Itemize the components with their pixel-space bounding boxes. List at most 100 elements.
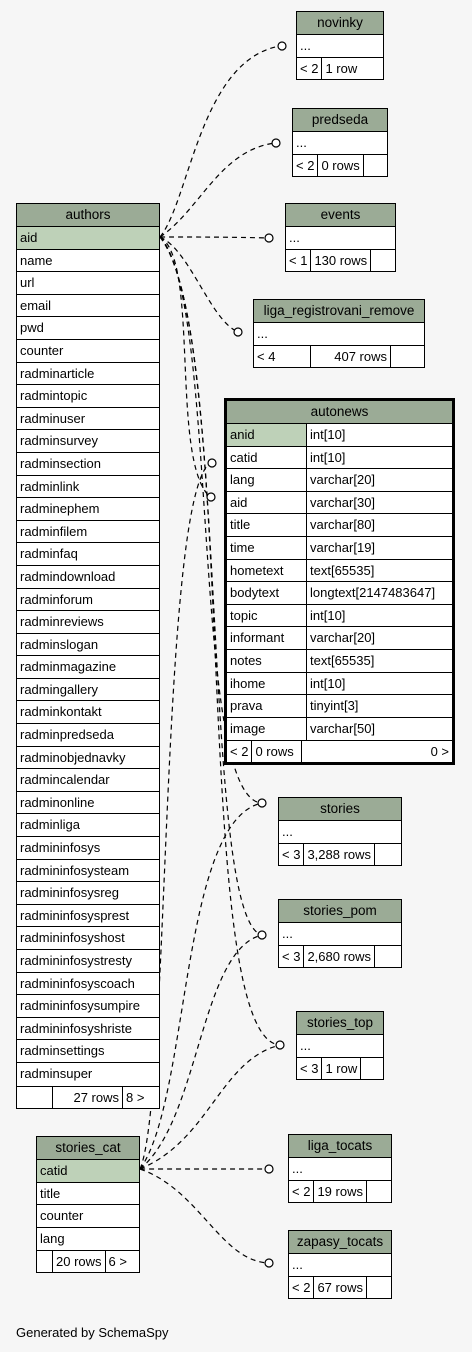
column-type: varchar[20] — [310, 472, 376, 488]
column-row: radmininfosysumpire — [17, 995, 159, 1018]
column-row: counter — [17, 340, 159, 363]
column-type: int[10] — [310, 607, 346, 623]
column-name: bodytext — [227, 582, 307, 604]
table-row: ... — [297, 35, 383, 58]
column-row: radmininfosyshost — [17, 927, 159, 950]
link-authors-autonews — [159, 236, 211, 498]
table-row: ... — [289, 1158, 391, 1181]
column-name: image — [227, 717, 307, 741]
column-name: informant — [227, 627, 307, 649]
table-title: events — [286, 204, 395, 227]
column-row: title — [37, 1183, 139, 1206]
link-authors-stories — [159, 236, 263, 804]
column-row: radmingallery — [17, 679, 159, 702]
column-row: aid — [17, 227, 159, 250]
link-authors-novinky — [159, 45, 281, 238]
column-row: radminephem — [17, 498, 159, 521]
table-title: authors — [17, 204, 159, 227]
link-cat-stories-pom — [139, 934, 263, 1170]
column-name: title — [227, 514, 307, 536]
column-row: radmintopic — [17, 385, 159, 408]
column-row: radminfaq — [17, 543, 159, 566]
column-row: radmininfosys — [17, 837, 159, 860]
crowfoot-liga-tocats — [264, 1164, 274, 1174]
column-name: time — [227, 536, 307, 559]
column-row: radminuser — [17, 408, 159, 431]
table-title: stories_pom — [279, 900, 401, 923]
column-name: notes — [227, 649, 307, 672]
column-row: email — [17, 295, 159, 318]
link-cat-stories-top — [139, 1044, 281, 1170]
column-name: prava — [227, 695, 307, 717]
column-row: catid — [37, 1160, 139, 1183]
column-row: radmininfosysprest — [17, 905, 159, 928]
crowfoot-novinky — [277, 41, 287, 51]
column-row: url — [17, 272, 159, 295]
link-cat-autonews — [139, 462, 211, 1170]
column-type: tinyint[3] — [310, 698, 359, 714]
column-row: radmininfosystresty — [17, 950, 159, 973]
table-row: ... — [279, 923, 401, 946]
column-row: radminlink — [17, 476, 159, 499]
column-type: varchar[50] — [310, 720, 376, 736]
crowfoot-autonews-aid — [206, 492, 216, 502]
crowfoot-autonews-catid — [207, 458, 217, 468]
table-row: ... — [297, 1035, 383, 1058]
column-row: counter — [37, 1205, 139, 1228]
generated-by-note: Generated by SchemaSpy — [16, 1325, 169, 1340]
column-row: radmininfosysteam — [17, 860, 159, 883]
column-type: varchar[80] — [310, 517, 376, 533]
crowfoot-events — [264, 233, 274, 243]
column-row: name — [17, 250, 159, 273]
column-name: anid — [227, 424, 307, 446]
column-name: hometext — [227, 559, 307, 582]
column-name: catid — [227, 446, 307, 469]
crowfoot-stories — [257, 798, 267, 808]
column-type: longtext[2147483647] — [310, 585, 436, 601]
column-row: lang — [40, 1230, 65, 1246]
table-title: stories_cat — [37, 1137, 139, 1160]
table-title: novinky — [297, 12, 383, 35]
column-row: radminsection — [17, 453, 159, 476]
column-row: radminarticle — [17, 363, 159, 386]
column-name: ihome — [227, 672, 307, 695]
column-type: varchar[19] — [310, 539, 376, 555]
crowfoot-stories-pom — [257, 930, 267, 940]
column-row: pwd — [17, 317, 159, 340]
column-row: radminobjednavky — [17, 747, 159, 770]
table-title: stories — [279, 798, 401, 821]
column-row: radminsurvey — [17, 430, 159, 453]
link-authors-events — [159, 236, 269, 239]
table-row: ... — [289, 1254, 391, 1277]
column-row: radminforum — [17, 589, 159, 612]
column-row: radminslogan — [17, 634, 159, 657]
